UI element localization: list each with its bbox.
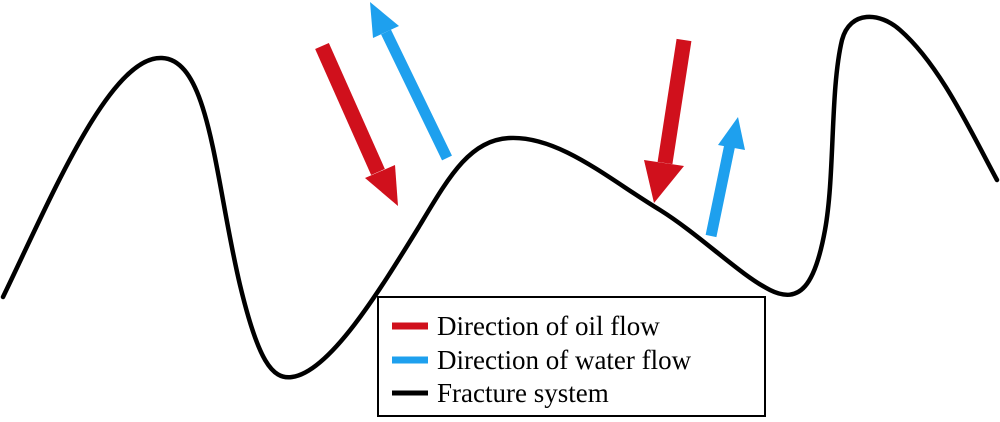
legend-water-label: Direction of water flow [437,345,692,375]
oil-flow-arrow-right [644,38,692,203]
legend-box [377,296,766,417]
legend: Direction of oil flow Direction of water… [377,296,766,417]
water-flow-arrow-right [705,117,745,238]
fracture-curve [0,14,1000,380]
oil-flow-arrow-left [315,42,398,206]
legend-oil-label: Direction of oil flow [437,311,660,341]
water-flow-arrow-left [370,2,452,161]
legend-fracture-label: Fracture system [437,378,609,408]
